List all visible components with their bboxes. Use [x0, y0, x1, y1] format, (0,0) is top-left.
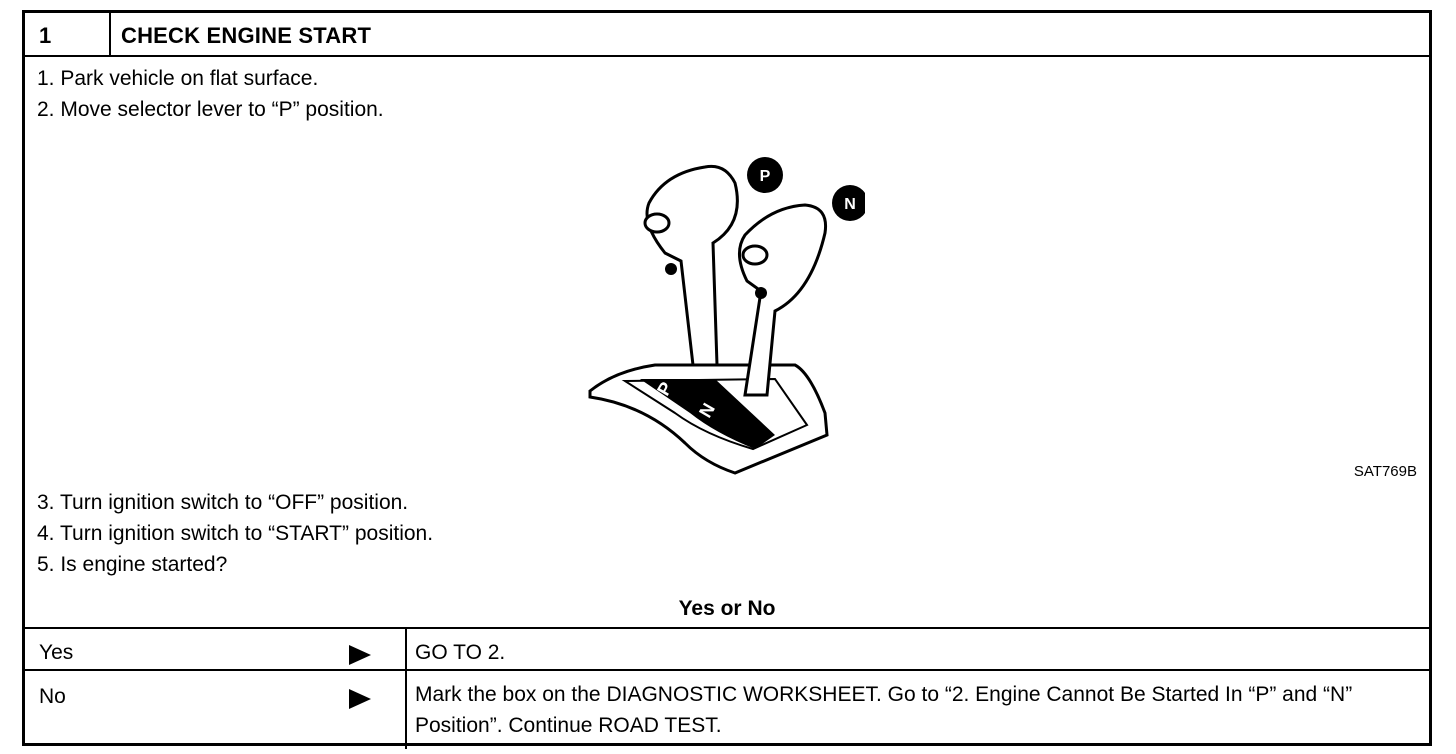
figure-code: SAT769B	[1353, 463, 1417, 480]
step-number: 1	[39, 23, 52, 48]
answer-divider	[405, 627, 407, 749]
step-title: CHECK ENGINE START	[121, 23, 372, 48]
gate-slot	[640, 379, 775, 449]
answer-no-arrow-icon	[349, 689, 371, 709]
answer-yes-label: Yes	[39, 641, 74, 664]
answer-no-label: No	[39, 685, 66, 708]
instruction-4: 4. Turn ignition switch to “START” posit…	[37, 522, 434, 545]
answer-rule-top	[25, 627, 1429, 629]
badge-p-icon	[747, 157, 783, 193]
badge-p-label: P	[760, 168, 771, 185]
answer-yes-result: GO TO 2.	[415, 641, 506, 664]
badge-n-label: N	[844, 196, 856, 213]
badge-n-icon	[832, 185, 868, 221]
instruction-2: 2. Move selector lever to “P” position.	[37, 98, 384, 121]
instruction-3: 3. Turn ignition switch to “OFF” positio…	[37, 491, 409, 514]
header-divider	[109, 13, 111, 56]
diagnostic-step-table: 1 CHECK ENGINE START 1. Park vehicle on …	[22, 10, 1432, 749]
header-rule	[25, 55, 1429, 57]
instruction-5: 5. Is engine started?	[37, 553, 228, 576]
question: Yes or No	[678, 597, 776, 620]
answer-yes-arrow-icon	[349, 645, 371, 665]
instruction-1: 1. Park vehicle on flat surface.	[37, 67, 319, 90]
selector-lever-illustration: P N P N	[585, 143, 868, 498]
answer-rule-middle	[25, 669, 1429, 671]
answer-no-result: Mark the box on the DIAGNOSTIC WORKSHEET…	[415, 683, 1353, 737]
